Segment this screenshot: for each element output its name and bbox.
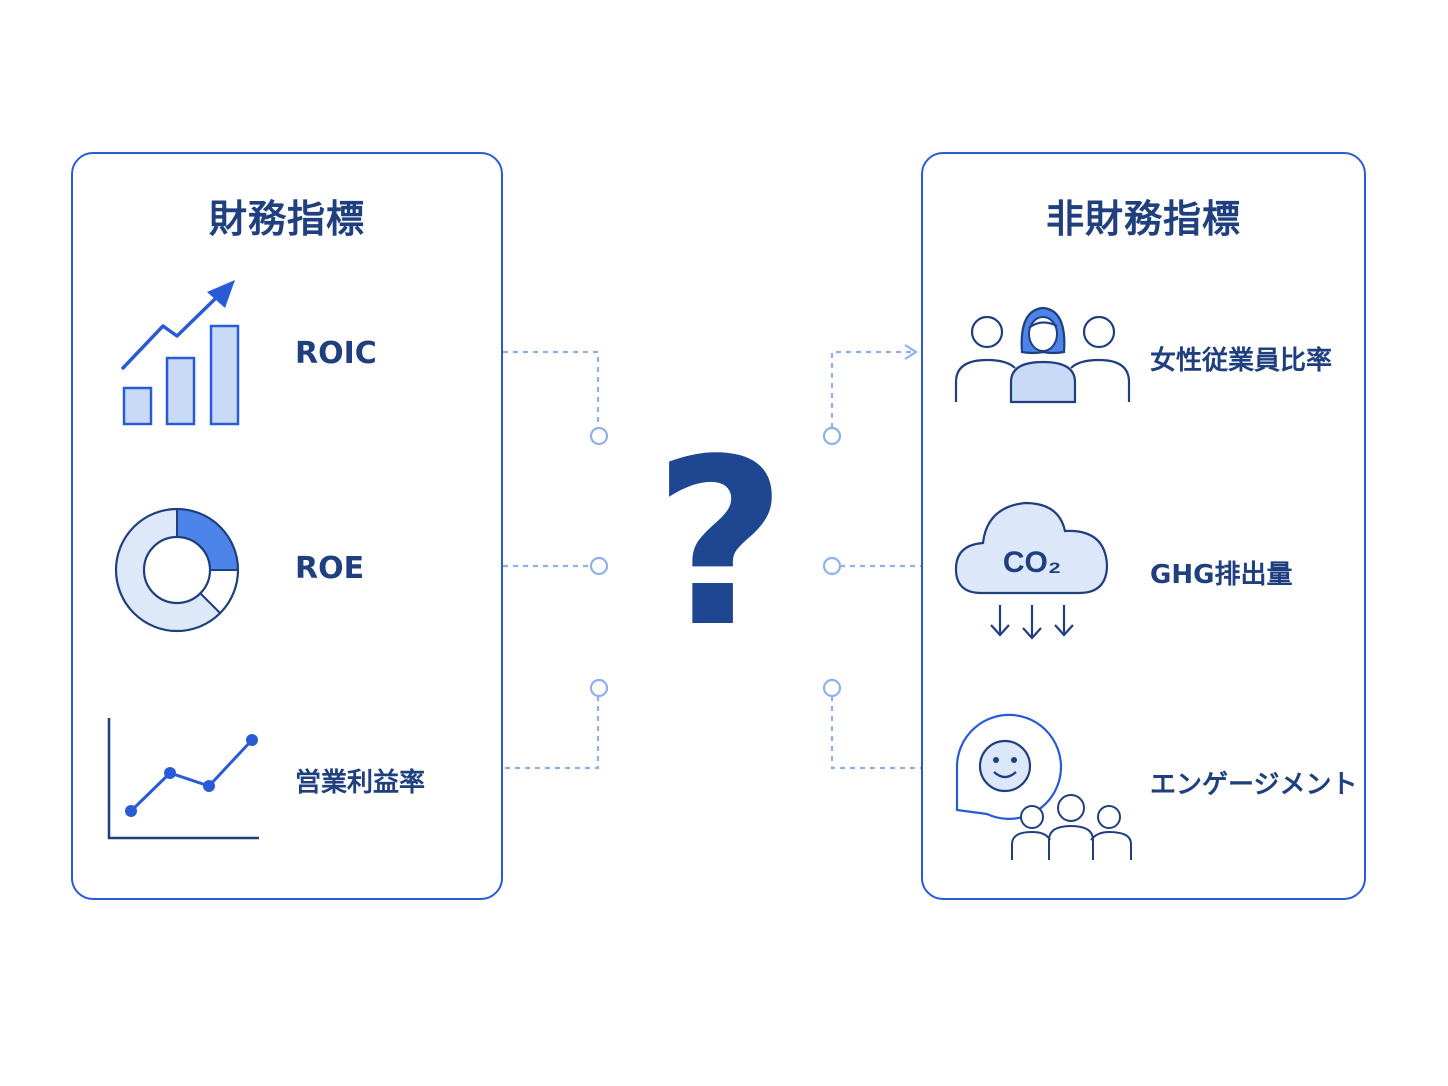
non-financial-metrics-title: 非財務指標	[1045, 197, 1241, 241]
roe-label: ROE	[295, 551, 365, 586]
operating-margin-label: 営業利益率	[295, 768, 426, 798]
women-employees-icon	[954, 306, 1131, 404]
engagement-label: エンゲージメント	[1150, 770, 1358, 800]
roic-label: ROIC	[295, 336, 377, 371]
bar-growth-chart-icon	[121, 280, 240, 426]
women-employee-ratio-label: 女性従業員比率	[1150, 346, 1333, 376]
question-mark: ?	[653, 411, 787, 678]
co2-label: CO₂	[1003, 546, 1061, 579]
non-financial-metrics-panel: 非財務指標 女性従業員比率 CO₂ GHG排出量	[921, 152, 1366, 900]
financial-metrics-panel: 財務指標 ROIC ROE 営業利益率	[71, 152, 503, 900]
line-chart-icon	[107, 718, 259, 840]
ghg-emissions-label: GHG排出量	[1150, 560, 1293, 590]
donut-chart-icon	[114, 507, 240, 633]
co2-cloud-icon: CO₂	[954, 501, 1109, 640]
financial-metrics-title: 財務指標	[208, 197, 365, 241]
engagement-icon	[955, 713, 1132, 860]
